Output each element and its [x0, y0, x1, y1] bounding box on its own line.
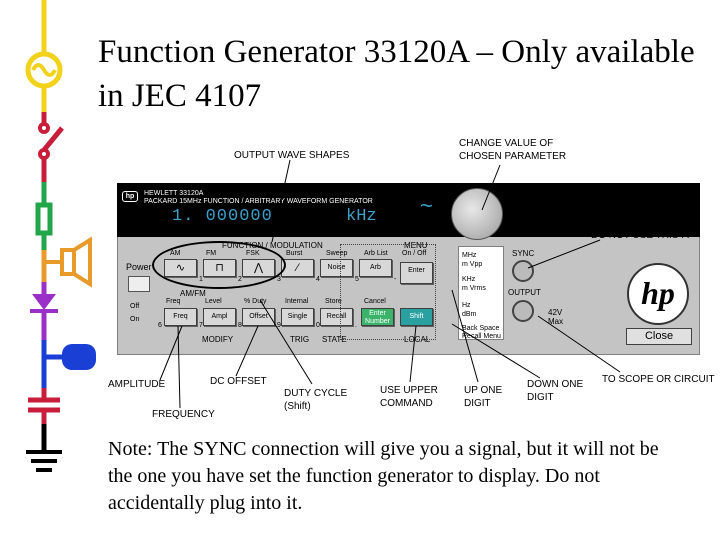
unit-recall-menu: Recall Menu — [462, 333, 501, 340]
digit-label: 4 — [316, 276, 320, 283]
ground-icon — [26, 424, 62, 472]
sync-label: SYNC — [512, 249, 535, 258]
diode-icon — [30, 282, 58, 340]
rotary-knob[interactable] — [451, 188, 503, 240]
top-label-sweep: Sweep — [326, 250, 348, 257]
group-function-label: FUNCTION / MODULATION — [222, 241, 323, 250]
callout-duty-cycle: DUTY CYCLE (Shift) — [284, 388, 348, 412]
circuit-symbols-strip — [25, 0, 96, 472]
digit-label: . — [355, 322, 357, 329]
callout-amplitude: AMPLITUDE — [108, 379, 166, 390]
output-connector[interactable] — [512, 300, 534, 322]
note-text: Note: The SYNC connection will give you … — [108, 438, 659, 514]
group-ammfm-label: AM/FM — [180, 289, 206, 298]
group-state-label: STATE — [322, 335, 347, 344]
enter-button[interactable]: Enter — [400, 262, 433, 284]
unit-mhz: MHz — [462, 252, 477, 259]
freq-button[interactable]: Freq — [164, 308, 197, 326]
digit-label: 5 — [355, 276, 359, 283]
instrument-top-band — [117, 183, 700, 237]
wave-tilde-icon: ~ — [420, 193, 433, 218]
units-panel — [458, 246, 504, 340]
unit-khz: KHz — [462, 276, 476, 283]
ampl-button[interactable]: Ampl — [203, 308, 236, 326]
digit-label: 6 — [158, 322, 162, 329]
row2-label-freq: Freq — [166, 298, 181, 305]
resistor-icon — [35, 182, 53, 250]
power-label: Power — [126, 262, 152, 272]
display-unit: kHz — [346, 207, 377, 226]
sync-connector[interactable] — [512, 260, 534, 282]
noise-button[interactable]: Noise — [320, 259, 353, 277]
group-modify-label: MODIFY — [202, 335, 234, 344]
probe-icon — [41, 340, 96, 388]
close-button[interactable]: Close — [626, 328, 692, 345]
row2-label-duty: % Duty — [244, 298, 267, 305]
max-voltage-label: 42V Max — [548, 308, 564, 326]
brand-line-2: PACKARD 15MHz FUNCTION / ARBITRARY WAVEF… — [144, 198, 373, 205]
callout-down-one: DOWN ONE DIGIT — [527, 379, 584, 403]
switch-icon — [38, 112, 64, 182]
row2-label-store: Store — [325, 298, 342, 305]
ac-source-icon — [25, 0, 63, 112]
callout-change-value: CHANGE VALUE OF CHOSEN PARAMETER — [459, 138, 567, 162]
hp-logo: hp — [627, 263, 689, 325]
offset-button[interactable]: Offset — [242, 308, 275, 326]
row2-label-internal: Internal — [285, 298, 309, 305]
speaker-icon — [41, 236, 92, 288]
digit-label: 0 — [316, 322, 320, 329]
brand-label: HEWLETT 33120A PACKARD 15MHz FUNCTION / … — [144, 190, 373, 206]
digit-label: 7 — [199, 322, 203, 329]
arb-button[interactable]: Arb — [359, 259, 392, 277]
single-button[interactable]: Single — [281, 308, 314, 326]
callout-do-not-use: DO NOT USE THIS ! ! — [591, 230, 690, 241]
row2-label-cancel: Cancel — [364, 298, 386, 305]
group-menu-label: MENU — [404, 241, 428, 250]
unit-mvrms: m Vrms — [462, 285, 486, 292]
callout-to-scope: TO SCOPE OR CIRCUIT — [602, 374, 715, 385]
power-button[interactable] — [128, 276, 150, 292]
recall-button[interactable]: Recall — [320, 308, 353, 326]
group-trig-label: TRIG — [290, 335, 310, 344]
enter-number-button[interactable]: Enter Number — [361, 308, 394, 326]
digit-label: - — [394, 276, 397, 283]
digit-label: 3 — [277, 276, 281, 283]
callout-frequency: FREQUENCY — [152, 409, 215, 420]
unit-dbm: dBm — [462, 311, 477, 318]
callout-up-one: UP ONE DIGIT — [464, 385, 503, 409]
callout-use-upper: USE UPPER COMMAND — [380, 385, 438, 409]
brand-line-1: HEWLETT 33120A — [144, 190, 204, 197]
display-value: 1. 000000 — [172, 207, 273, 226]
row2-label-level: Level — [205, 298, 222, 305]
wave-shapes-highlight — [152, 241, 286, 289]
shift-button[interactable]: Shift — [400, 308, 433, 326]
unit-backspace: Back Space — [462, 325, 500, 332]
output-label: OUTPUT — [508, 288, 541, 297]
off-label: Off — [130, 303, 140, 310]
cursor-keys-region — [340, 244, 436, 340]
top-label-burst: Burst — [286, 250, 303, 257]
unit-hz: Hz — [462, 302, 471, 309]
digit-label: 8 — [238, 322, 242, 329]
top-label-onoff: On / Off — [402, 250, 427, 257]
top-label-arblist: Arb List — [364, 250, 388, 257]
slide-title: Function Generator 33120A – Only availab… — [98, 34, 695, 114]
callout-output-wave-shapes: OUTPUT WAVE SHAPES — [234, 150, 350, 161]
on-label: On — [130, 316, 140, 323]
hp-small-logo: hp — [122, 191, 138, 202]
digit-label: 9 — [277, 322, 281, 329]
unit-mvpp: m Vpp — [462, 261, 483, 268]
callout-dc-offset: DC OFFSET — [210, 376, 267, 387]
capacitor-icon — [28, 388, 60, 424]
